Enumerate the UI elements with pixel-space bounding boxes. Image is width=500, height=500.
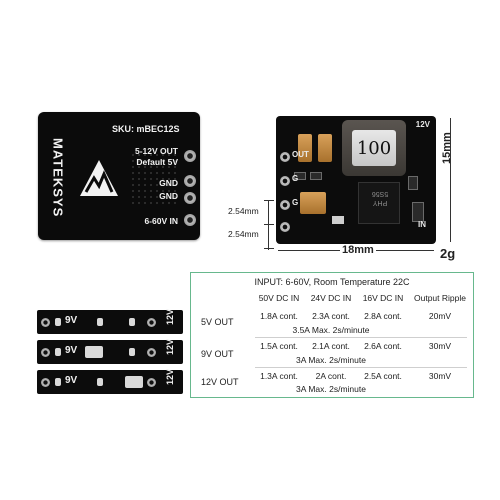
inductor: 100 xyxy=(342,120,406,176)
strip-hole xyxy=(147,378,156,387)
strip-solder xyxy=(97,318,103,326)
inductor-marking: 100 xyxy=(352,130,396,166)
strip-board-9v: 9V 12V xyxy=(37,339,183,364)
height-dim-line xyxy=(450,118,451,242)
strip-solder xyxy=(129,318,135,326)
spec-table: INPUT: 6-60V, Room Temperature 22C 50V D… xyxy=(190,272,474,398)
strip-12v-label: 12V xyxy=(165,369,175,386)
strip-hole xyxy=(41,378,50,387)
capacitor-2 xyxy=(318,134,332,162)
pin-in-label: IN xyxy=(418,220,426,229)
strip-solder xyxy=(129,348,135,356)
header-24v: 24V DC IN xyxy=(310,293,352,303)
pitch-label-2: 2.54mm xyxy=(228,229,259,239)
gnd-label-1: GND xyxy=(159,178,178,188)
pitch-tick-2 xyxy=(264,224,274,225)
default-label: Default 5V xyxy=(136,157,178,167)
strip-12v-label: 12V xyxy=(165,309,175,326)
width-label: 18mm xyxy=(340,244,376,256)
sku-label: SKU: mBEC12S xyxy=(112,124,180,134)
cell-12v-16: 2.5A cont. xyxy=(364,371,402,381)
weight-label: 2g xyxy=(440,246,456,261)
smd-resistor-3 xyxy=(408,176,418,190)
mateksys-logo xyxy=(80,160,118,196)
strip-solder xyxy=(55,378,61,386)
cell-5v-16: 2.8A cont. xyxy=(364,311,402,321)
pitch-dim-line xyxy=(268,200,269,250)
pitch-label-1: 2.54mm xyxy=(228,206,259,216)
row-divider-1 xyxy=(255,337,467,338)
strip-solder xyxy=(55,318,61,326)
strip-board-12v: 9V 12V xyxy=(37,369,183,394)
strip-solder xyxy=(97,378,103,386)
solder-mask-dots xyxy=(130,152,176,204)
capacitor-1 xyxy=(298,134,312,162)
brand-label: MATEKSYS xyxy=(50,138,66,218)
pad-in xyxy=(184,214,196,226)
row-label-5v: 5V OUT xyxy=(201,317,234,327)
board-back-view: MATEKSYS SKU: mBEC12S 5-12V OUT Default … xyxy=(38,112,200,240)
cell-12v-50: 1.3A cont. xyxy=(260,371,298,381)
strip-hole xyxy=(41,318,50,327)
cell-5v-max: 3.5A Max. 2s/minute xyxy=(292,325,370,335)
strip-hole xyxy=(147,318,156,327)
cell-9v-50: 1.5A cont. xyxy=(260,341,298,351)
smd-diode xyxy=(412,202,424,222)
row-label-12v: 12V OUT xyxy=(201,377,239,387)
pin-g1-label: G xyxy=(292,174,299,183)
cell-9v-16: 2.6A cont. xyxy=(364,341,402,351)
cell-9v-24: 2.1A cont. xyxy=(312,341,350,351)
smd-resistor-2 xyxy=(310,172,322,180)
cell-9v-max: 3A Max. 2s/minute xyxy=(296,355,366,365)
row-divider-2 xyxy=(255,367,467,368)
row-label-9v: 9V OUT xyxy=(201,349,234,359)
pin-out-label: OUT xyxy=(292,150,309,159)
header-ripple: Output Ripple xyxy=(414,293,466,303)
cell-12v-ripple: 30mV xyxy=(428,371,452,381)
cell-12v-24: 2A cont. xyxy=(315,371,347,381)
pitch-tick-3 xyxy=(264,248,274,249)
cell-12v-max: 3A Max. 2s/minute xyxy=(296,384,366,394)
capacitor-3 xyxy=(300,192,326,214)
front-pad-in xyxy=(280,222,290,232)
smd-resistor-1 xyxy=(294,172,306,180)
cell-5v-50: 1.8A cont. xyxy=(260,311,298,321)
label-12v: 12V xyxy=(415,120,430,129)
front-pad-out xyxy=(280,152,290,162)
pad-out xyxy=(184,150,196,162)
out-label: 5-12V OUT xyxy=(135,146,178,156)
pin-g2-label: G xyxy=(292,198,299,207)
strip-solder xyxy=(55,348,61,356)
header-50v: 50V DC IN xyxy=(258,293,300,303)
strip-9v-label: 9V xyxy=(65,375,78,386)
strip-9v-label: 9V xyxy=(65,345,78,356)
strip-board-5v: 9V 12V xyxy=(37,309,183,334)
input-label: 6-60V IN xyxy=(144,216,178,226)
pad-gnd-1 xyxy=(184,175,196,187)
strip-hole xyxy=(41,348,50,357)
strip-solder-bridge xyxy=(125,376,143,388)
spec-title: INPUT: 6-60V, Room Temperature 22C xyxy=(254,277,410,287)
strip-12v-label: 12V xyxy=(165,339,175,356)
smd-component xyxy=(332,216,344,224)
cell-5v-24: 2.3A cont. xyxy=(312,311,350,321)
strip-9v-label: 9V xyxy=(65,315,78,326)
pitch-tick-1 xyxy=(264,200,274,201)
front-pad-g1 xyxy=(280,176,290,186)
height-label: 15mm xyxy=(441,132,453,164)
cell-9v-ripple: 30mV xyxy=(428,341,452,351)
header-16v: 16V DC IN xyxy=(362,293,404,303)
strip-hole xyxy=(147,348,156,357)
front-pad-g2 xyxy=(280,200,290,210)
gnd-label-2: GND xyxy=(159,191,178,201)
cell-5v-ripple: 20mV xyxy=(428,311,452,321)
strip-solder-bridge xyxy=(85,346,103,358)
pad-gnd-2 xyxy=(184,192,196,204)
